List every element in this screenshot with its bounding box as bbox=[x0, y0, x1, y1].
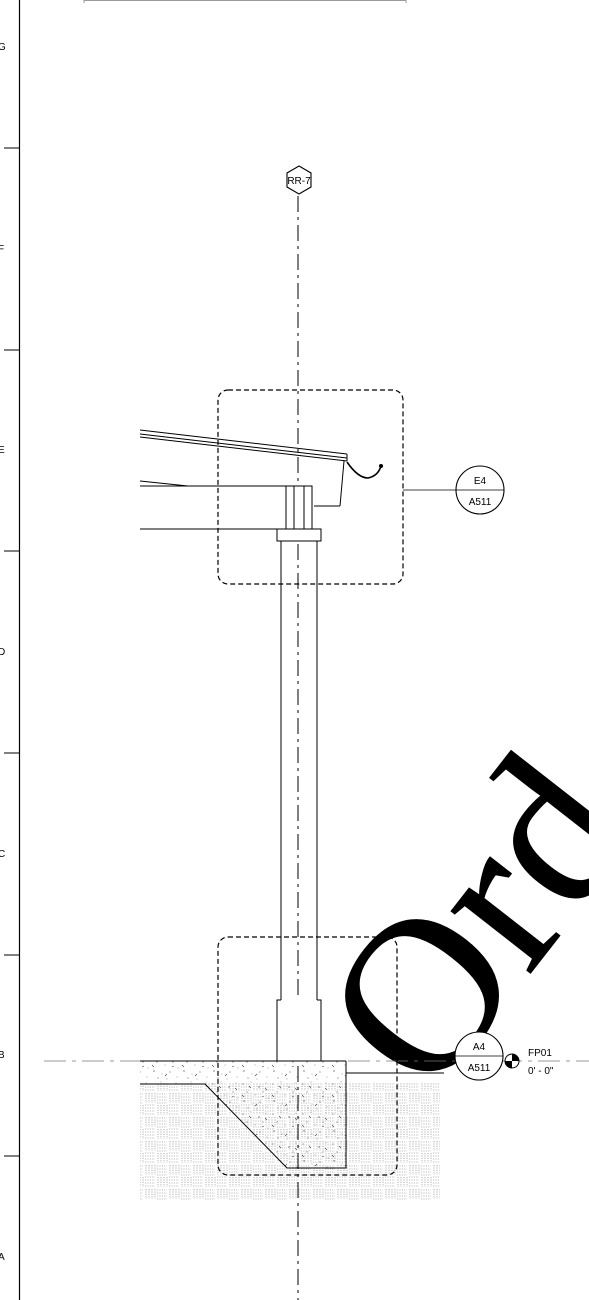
level-marker[interactable]: FP01 0' - 0" bbox=[504, 1048, 554, 1077]
row-marker-b: B bbox=[0, 1050, 5, 1061]
grid-bubble-label: RR-7 bbox=[287, 176, 311, 187]
row-marker-d: D bbox=[0, 647, 5, 658]
sheet-frame bbox=[4, 0, 407, 1300]
callout-e4-sheet: A511 bbox=[469, 497, 492, 508]
footing bbox=[140, 1060, 444, 1169]
row-marker-a: A bbox=[0, 1252, 5, 1263]
detail-boundary-a4 bbox=[217, 936, 398, 1176]
level-elevation: 0' - 0" bbox=[528, 1066, 554, 1077]
row-marker-f: F bbox=[0, 244, 4, 255]
row-marker-c: C bbox=[0, 849, 5, 860]
detail-boundary-e4 bbox=[217, 389, 404, 585]
row-marker-g: G bbox=[0, 42, 6, 53]
gutter bbox=[346, 461, 383, 479]
callout-e4[interactable]: E4 A511 bbox=[455, 465, 505, 515]
row-marker-e: E bbox=[0, 445, 5, 456]
callout-a4-detail: A4 bbox=[473, 1042, 486, 1053]
callout-a4[interactable]: A4 A511 bbox=[454, 1031, 504, 1081]
grid-bubble[interactable]: RR-7 bbox=[286, 165, 312, 195]
roof-eave bbox=[139, 429, 348, 530]
callout-e4-detail: E4 bbox=[474, 476, 487, 487]
footing-concrete bbox=[140, 1061, 346, 1168]
callout-a4-sheet: A511 bbox=[468, 1063, 491, 1074]
level-name: FP01 bbox=[528, 1048, 552, 1059]
